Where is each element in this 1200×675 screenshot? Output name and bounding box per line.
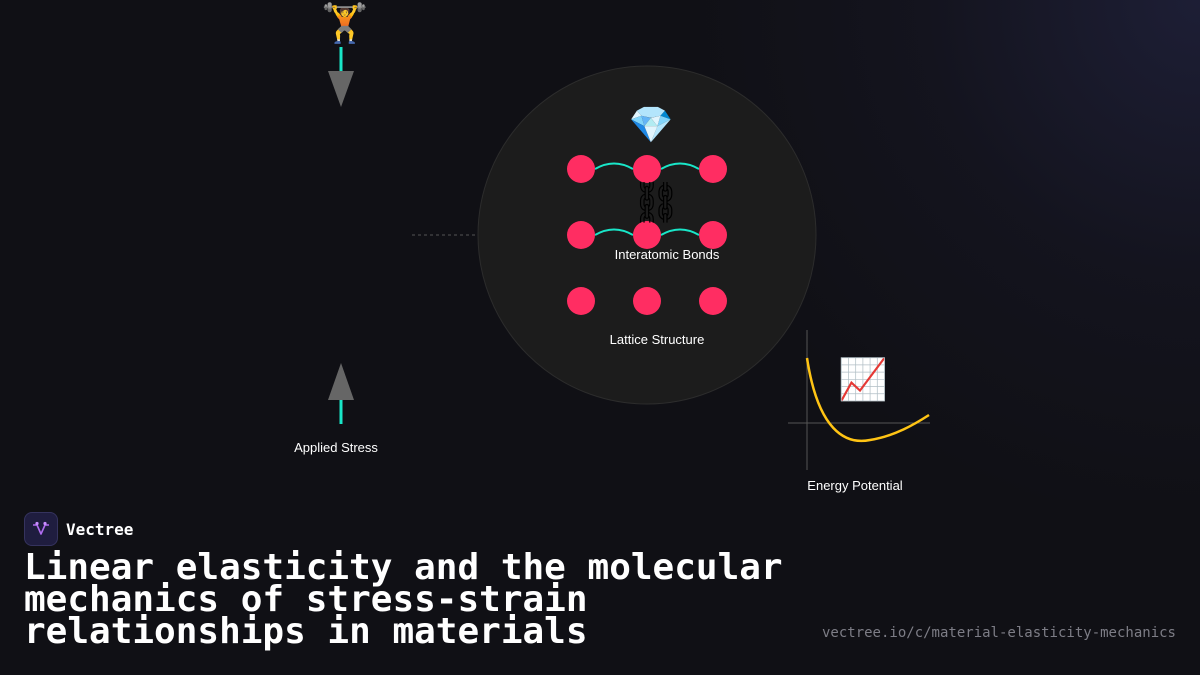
gem-icon: 💎 bbox=[628, 105, 674, 146]
elasticity-diagram: 🏋 💎 ⛓ 📈 Applied Stress Interatomic Bonds… bbox=[294, 1, 930, 493]
interatomic-bonds-label: Interatomic Bonds bbox=[614, 247, 720, 262]
applied-stress-label: Applied Stress bbox=[294, 440, 378, 455]
energy-potential-label: Energy Potential bbox=[807, 478, 903, 493]
bond bbox=[660, 228, 700, 236]
bond bbox=[594, 228, 634, 236]
page-url[interactable]: vectree.io/c/material-elasticity-mechani… bbox=[821, 625, 1176, 641]
brand[interactable]: Vectree bbox=[24, 512, 133, 546]
atom bbox=[699, 221, 727, 249]
atom bbox=[567, 155, 595, 183]
chain-icon: ⛓ bbox=[630, 180, 682, 226]
page-title: Linear elasticity and the molecular mech… bbox=[24, 547, 783, 652]
weightlifter-icon: 🏋 bbox=[321, 1, 369, 45]
diagram-graphics bbox=[328, 47, 930, 470]
atom bbox=[633, 221, 661, 249]
potential-curve bbox=[805, 357, 930, 443]
atom bbox=[567, 287, 595, 315]
chart-icon: 📈 bbox=[838, 357, 888, 403]
bottom-stress-arrow bbox=[328, 363, 354, 400]
vectree-logo-icon bbox=[24, 512, 58, 546]
top-stress-arrow bbox=[328, 71, 354, 107]
atom bbox=[633, 287, 661, 315]
atom bbox=[633, 155, 661, 183]
atom bbox=[699, 155, 727, 183]
brand-name: Vectree bbox=[66, 519, 134, 539]
atom bbox=[699, 287, 727, 315]
bond bbox=[660, 162, 700, 170]
lattice-structure-label: Lattice Structure bbox=[609, 332, 705, 347]
bond bbox=[594, 162, 634, 170]
atom bbox=[567, 221, 595, 249]
